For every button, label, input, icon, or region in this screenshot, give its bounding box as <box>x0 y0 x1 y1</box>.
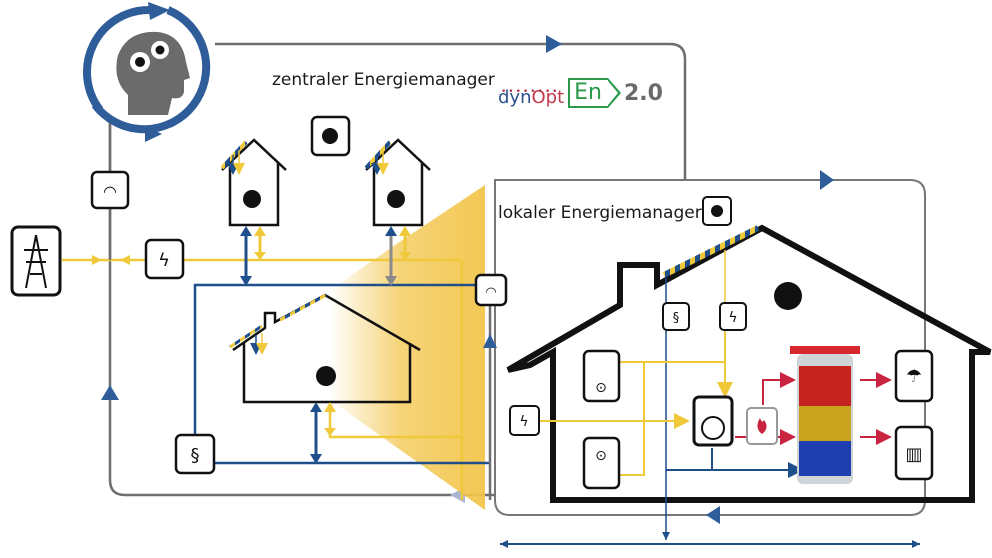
radiator-icon <box>894 425 934 481</box>
house-2 <box>364 138 431 286</box>
heat-icon <box>662 302 690 331</box>
heat-network <box>193 283 490 465</box>
brain-head-icon <box>387 190 405 208</box>
local-manager-label: lokaler Energiemanager <box>498 203 702 223</box>
brain-head-icon <box>243 190 261 208</box>
dynopten-logo: ••••••••dynOpt En 2.0 <box>498 76 663 110</box>
local-manager-frame <box>494 179 926 516</box>
gears-head-icon <box>116 31 190 115</box>
svg-text:⊙: ⊙ <box>595 380 607 396</box>
central-manager-label: zentraler Energiemanager <box>272 70 495 90</box>
heat-icon <box>174 433 216 475</box>
lightning-icon <box>719 302 747 331</box>
svg-text:§: § <box>673 311 680 326</box>
svg-text:◠: ◠ <box>485 285 496 300</box>
svg-text:ϟ: ϟ <box>158 250 170 271</box>
wifi-icon <box>90 170 130 210</box>
svg-text:☂: ☂ <box>906 366 922 387</box>
shower-icon <box>894 349 934 403</box>
svg-text:▥: ▥ <box>905 444 922 465</box>
socket-car-icon <box>582 436 621 490</box>
logo-en: En <box>568 78 621 108</box>
svg-text:ϟ: ϟ <box>728 310 737 326</box>
heat-pump-icon[interactable] <box>692 395 734 447</box>
storage-tank-icon <box>790 346 860 484</box>
flow-arrow-up <box>101 385 119 400</box>
svg-text:⊙: ⊙ <box>595 448 607 464</box>
svg-text:ϟ: ϟ <box>519 414 528 430</box>
local-house <box>506 224 992 503</box>
zoom-highlight-beam <box>330 185 485 510</box>
brain-head-icon <box>316 366 336 386</box>
house-3 <box>229 293 462 464</box>
lightning-icon <box>509 405 540 436</box>
flow-arrow-right <box>546 35 562 53</box>
plug-socket-icon <box>582 349 621 403</box>
svg-text:◠: ◠ <box>103 182 117 201</box>
house-1 <box>220 138 287 286</box>
lightning-icon <box>144 238 185 280</box>
logo-dynopt: ••••••••dynOpt <box>498 86 565 108</box>
svg-text:§: § <box>191 445 200 466</box>
logo-version: 2.0 <box>624 80 663 106</box>
wifi-icon <box>474 273 508 307</box>
central-manager-badge[interactable] <box>83 2 218 142</box>
brain-head-icon <box>774 282 802 310</box>
